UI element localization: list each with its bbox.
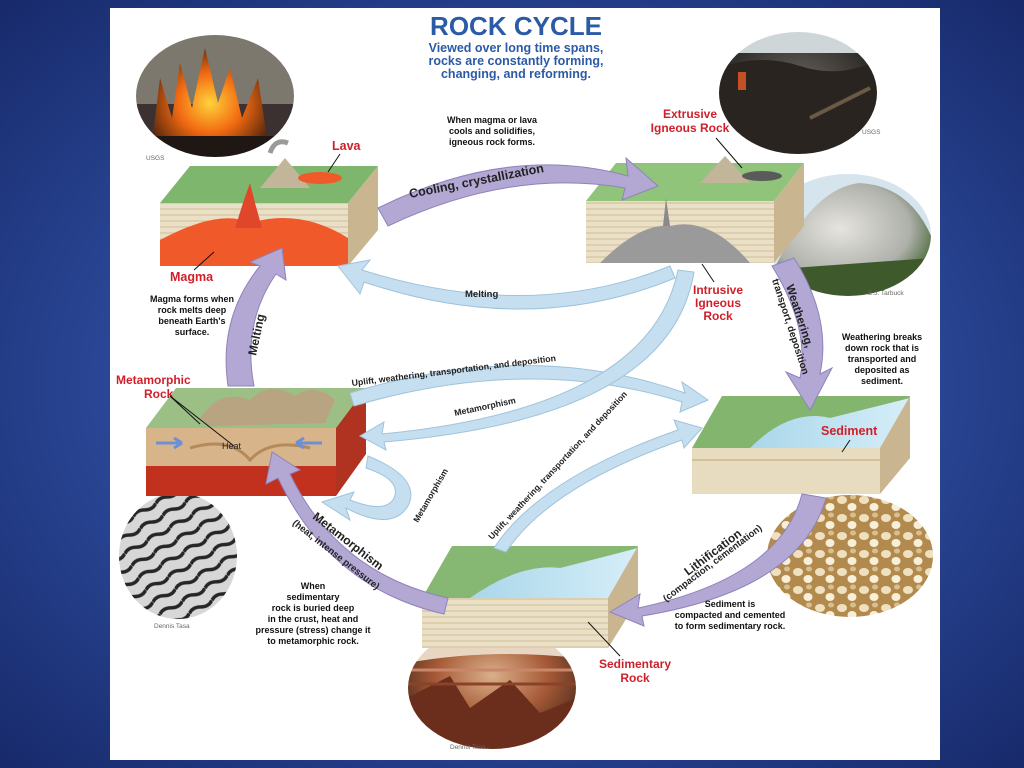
volcano-magma-block [160, 139, 378, 266]
heat-label: Heat [222, 441, 242, 451]
cooling-arrow [377, 156, 659, 227]
metamorphism-note-line-5: pressure (stress) change it [255, 625, 370, 635]
igneous-block [586, 156, 804, 263]
magma-pointer [193, 251, 215, 271]
sediment-label: Sediment [821, 424, 878, 438]
cooling-note-line-2: cools and solidifies, [449, 126, 535, 136]
diagram-subtitle-line-3: changing, and reforming. [441, 67, 591, 81]
lithification-note-line-3: to form sedimentary rock. [675, 621, 786, 631]
magma-note-line-2: rock melts deep [158, 305, 227, 315]
weathering-note-line-4: deposited as [854, 365, 909, 375]
weathering-note-line-2: down rock that is [845, 343, 919, 353]
magma-note-line-4: surface. [175, 327, 210, 337]
metamorphism-note-line-1: When [301, 581, 326, 591]
melting-lower-label: Melting [465, 289, 498, 300]
metamorphic-pointer-1 [169, 395, 201, 425]
metamorphism-big-arrow [265, 451, 449, 615]
slide-canvas: ROCK CYCLE Viewed over long time spans, … [110, 8, 940, 760]
sedimentary-label-line-1: Sedimentary [599, 657, 671, 671]
lava-pointer [327, 153, 341, 173]
lithification-note-line-2: compacted and cemented [675, 610, 786, 620]
diagram-title: ROCK CYCLE [430, 11, 602, 41]
canyon-photo-credit: Dennis Tasa [450, 744, 486, 751]
cooling-note-line-3: igneous rock forms. [449, 137, 535, 147]
extrusive-photo-credit: USGS [862, 129, 881, 136]
metamorphism-upper-arrow [358, 269, 695, 451]
sedimentary-block [422, 546, 638, 648]
gneiss-photo-credit: Dennis Tasa [154, 623, 190, 630]
metamorphism-note-line-3: rock is buried deep [272, 603, 355, 613]
metamorphism-loop-arrow [320, 455, 412, 522]
sandstone-grains-photo [765, 493, 935, 619]
rock-cycle-diagram: ROCK CYCLE Viewed over long time spans, … [116, 11, 935, 751]
sediment-block [692, 396, 910, 494]
intrusive-label-line-1: Intrusive [693, 283, 743, 297]
lithification-arrow [608, 493, 827, 627]
weathering-note-line-3: transported and [848, 354, 917, 364]
lava-photo [134, 33, 296, 159]
extrusive-pointer [715, 137, 743, 169]
metamorphic-block [146, 388, 366, 496]
intrusive-pointer [701, 263, 715, 283]
weathering-arrow [771, 257, 834, 412]
uplift-lower-arrow [493, 419, 703, 553]
metamorphic-label-line-1: Metamorphic [116, 373, 191, 387]
lithification-note-line-1: Sediment is [705, 599, 756, 609]
weathering-note-line-1: Weathering breaks [842, 332, 922, 342]
gneiss-photo [117, 491, 239, 621]
extrusive-label-line-2: Igneous Rock [651, 121, 730, 135]
intrusive-label-line-3: Rock [703, 309, 733, 323]
sediment-pointer [841, 439, 851, 453]
magma-note-line-1: Magma forms when [150, 294, 234, 304]
magma-label: Magma [170, 270, 214, 284]
metamorphism-note-line-2: sedimentary [286, 592, 339, 602]
melting-left-arrow [225, 247, 287, 387]
weathering-note-line-5: sediment. [861, 376, 903, 386]
sedimentary-pointer [587, 621, 621, 657]
metamorphism-loop-label: Metamorphism [411, 466, 450, 524]
granite-photo-credit: E.J. Tarbuck [868, 290, 904, 297]
lava-photo-credit: USGS [146, 155, 165, 162]
extrusive-rock-photo [717, 30, 879, 156]
cooling-note-line-1: When magma or lava [447, 115, 538, 125]
diagram-subtitle-line-2: rocks are constantly forming, [428, 54, 603, 68]
magma-note-line-3: beneath Earth's [158, 316, 225, 326]
melting-lower-arrow [337, 259, 676, 310]
metamorphism-note-line-6: to metamorphic rock. [267, 636, 359, 646]
diagram-subtitle-line-1: Viewed over long time spans, [429, 41, 604, 55]
metamorphic-label-line-2: Rock [144, 387, 174, 401]
metamorphic-pointer-2 [169, 395, 235, 447]
extrusive-label-line-1: Extrusive [663, 107, 717, 121]
intrusive-label-line-2: Igneous [695, 296, 741, 310]
lava-label: Lava [332, 139, 362, 153]
sedimentary-label-line-2: Rock [620, 671, 650, 685]
metamorphism-note-line-4: in the crust, heat and [268, 614, 359, 624]
